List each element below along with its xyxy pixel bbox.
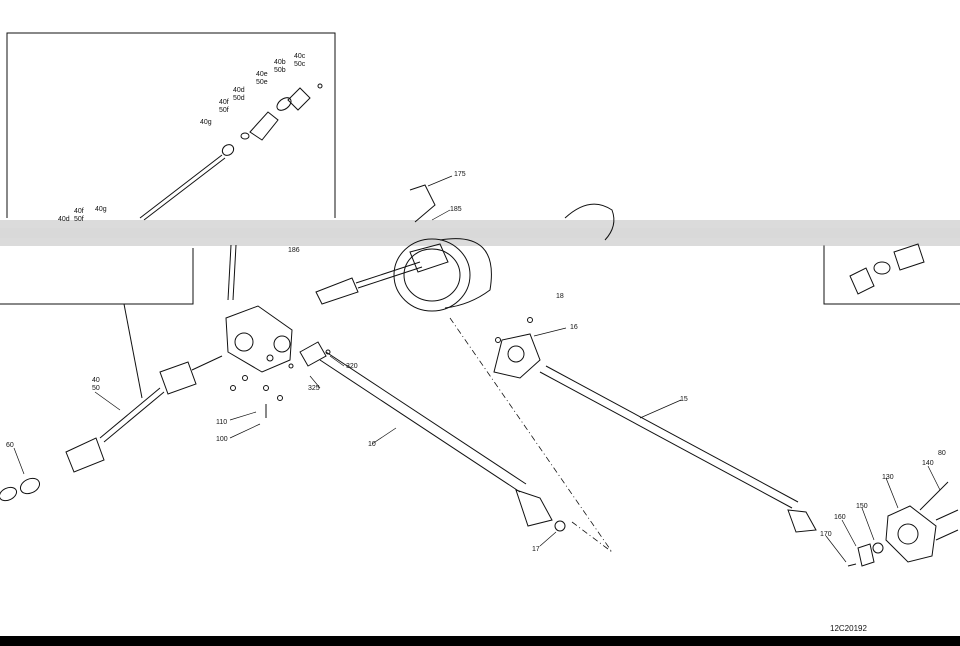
label-100: 100 [216,436,228,443]
label-40c: 40c [294,53,306,60]
front-propeller-shaft [288,341,566,532]
inset-right-joint [849,243,925,295]
label-40g-lower: 40g [95,206,107,213]
label-50f-lower: 50f [74,216,84,223]
label-17: 17 [532,546,540,553]
label-40: 40 [92,377,100,384]
inset-drive-shaft [139,83,323,221]
front-differential [225,305,293,418]
label-110: 110 [216,419,227,426]
guide-lines [449,317,613,553]
label-325: 325 [308,385,320,392]
label-40g: 40g [200,119,212,126]
label-40f-lower: 40f [74,208,84,215]
scan-noise-band-inner [0,228,960,238]
label-185: 185 [450,206,462,213]
label-130: 130 [882,474,894,481]
label-40d-lower: 40d [58,216,70,223]
leader-inset-to-shaft [123,303,143,399]
label-60: 60 [6,442,14,449]
label-10: 10 [368,441,376,448]
label-40d: 40d [233,87,245,94]
wheel-assembly [393,184,615,312]
inset-frame-right [823,245,960,305]
label-40f: 40f [219,99,229,106]
inset-frame-left [6,32,336,218]
label-186: 186 [288,247,300,254]
rear-propeller-shaft [493,317,817,533]
label-160: 160 [834,514,846,521]
label-80: 80 [938,450,946,457]
footer-bar [0,636,960,646]
label-170: 170 [820,531,832,538]
label-50d: 50d [233,95,245,102]
label-50f: 50f [219,107,229,114]
label-50e: 50e [256,79,268,86]
main-callouts: 175 185 186 18 16 15 40 50 60 110 100 32… [6,171,946,553]
label-140: 140 [922,460,934,467]
drawing-code: 12C20192 [830,624,867,633]
label-40b: 40b [274,59,286,66]
label-50c: 50c [294,61,306,68]
label-320: 320 [346,363,358,370]
label-18: 18 [556,293,564,300]
left-half-shaft [0,355,223,502]
inset-frame-left-lower [0,248,194,305]
label-16: 16 [570,324,578,331]
callout-leaders [13,175,941,563]
right-half-shaft [227,243,449,305]
label-15: 15 [680,396,688,403]
label-150: 150 [856,503,868,510]
inset-callouts: 40c 50c 40b 50b 40e 50e 40d 50d 40f 50f … [58,53,306,223]
label-50: 50 [92,385,100,392]
inset-frames [0,32,960,399]
label-50b: 50b [274,67,286,74]
label-40e: 40e [256,71,268,78]
rear-gearbox [847,481,959,567]
label-175: 175 [454,171,466,178]
